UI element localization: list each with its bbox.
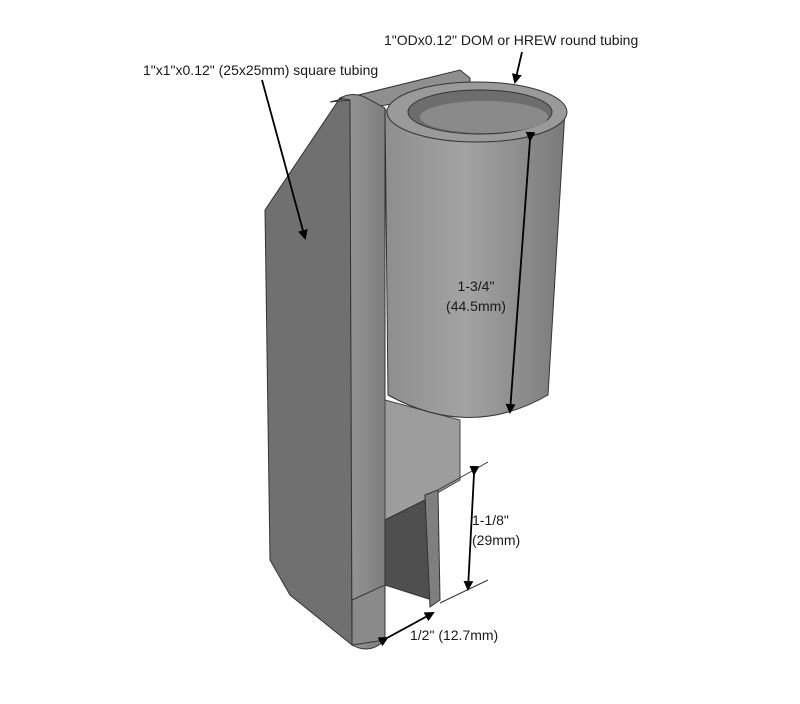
- slot-tab: [424, 489, 441, 608]
- slot-depth-extension-bottom: [439, 579, 489, 604]
- square-tubing-leader: [261, 79, 308, 240]
- height-dimension-mm: (44.5mm): [446, 298, 506, 314]
- slot-depth-dimension-line: [463, 465, 480, 591]
- round-tubing-label: 1"ODx0.12" DOM or HREW round tubing: [384, 32, 639, 48]
- square-tube-side-face: [264, 97, 353, 647]
- front-prong: [351, 584, 386, 646]
- slot-depth-mm: (29mm): [472, 532, 521, 548]
- round-tubing-leader: [511, 51, 523, 84]
- round-tube-body: [384, 109, 566, 418]
- height-dimension-line: [505, 131, 536, 414]
- square-tubing-label: 1"x1"x0.12" (25x25mm) square tubing: [143, 62, 379, 78]
- slot-width-label: 1/2" (12.7mm): [410, 627, 499, 643]
- slot-depth-inches: 1-1/8": [472, 512, 509, 528]
- square-tube-inner-face: [384, 399, 461, 521]
- slot-width-dimension-line: [377, 612, 435, 647]
- round-tube-bore-shadow: [420, 101, 548, 133]
- height-dimension-inches: 1-3/4": [457, 278, 495, 294]
- slot-depth-extension-top: [437, 461, 489, 491]
